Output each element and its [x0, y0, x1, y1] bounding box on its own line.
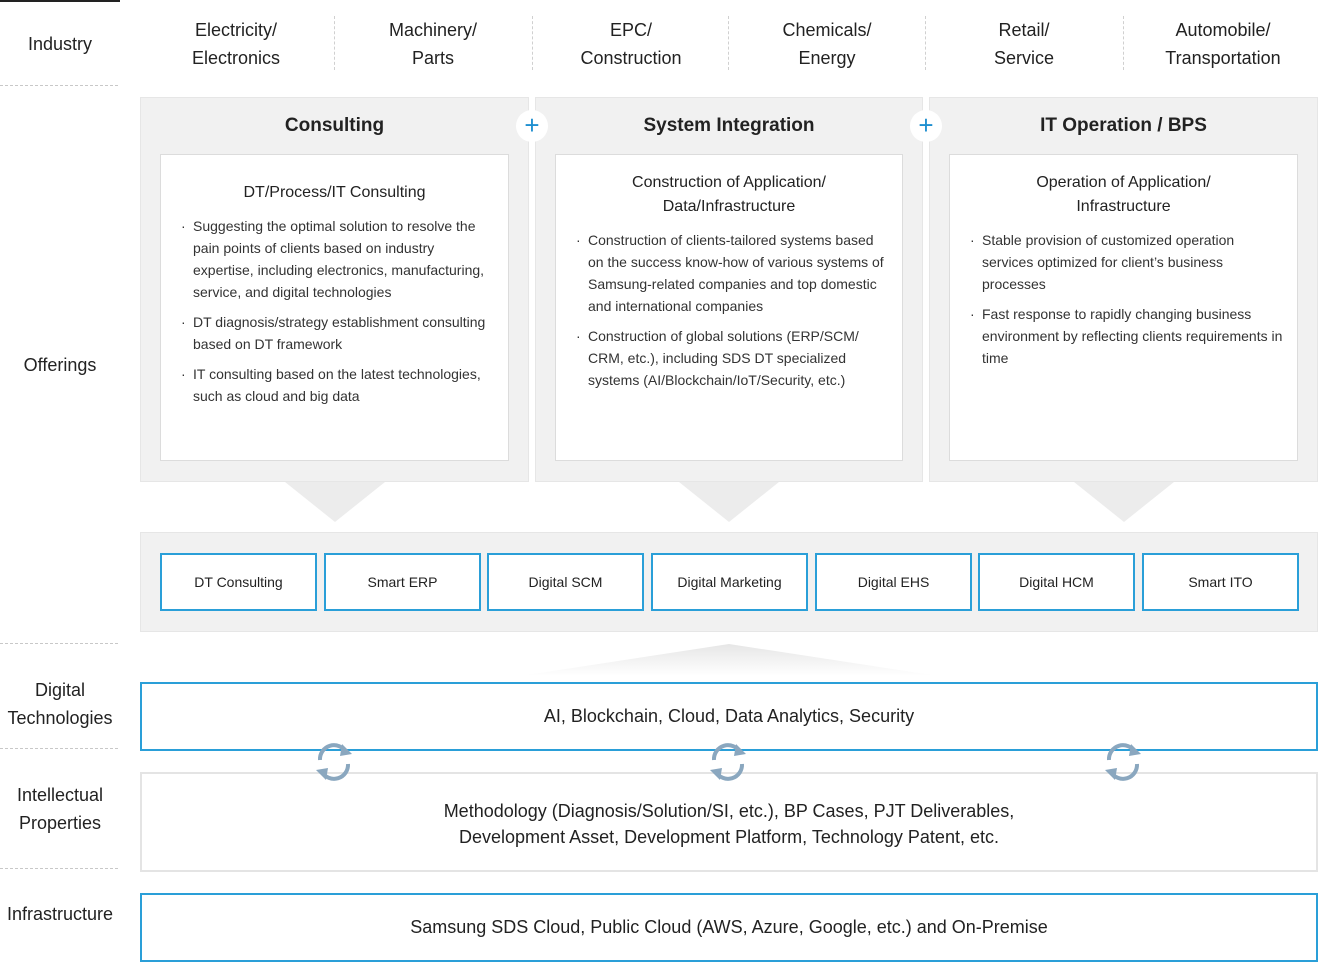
industry-line: Energy [798, 48, 856, 68]
solution-digital-marketing: Digital Marketing [651, 553, 808, 611]
offering-card-title: DT/Process/IT Consulting [243, 184, 426, 201]
industry-line: Chemicals/ [782, 20, 872, 40]
up-triangle-icon [520, 640, 938, 676]
row-label-line: Properties [18, 813, 102, 833]
industry-item: Machinery/ Parts [336, 16, 530, 72]
industry-line: Retail/ [998, 20, 1050, 40]
row-label-line: Digital [34, 680, 86, 700]
offering-bullets: Construction of clients-tailored systems… [576, 229, 888, 391]
industry-line: Automobile/ [1175, 20, 1271, 40]
row-label-industry: Industry [27, 34, 93, 54]
offering-panel-system-integration: System Integration Construction of Appli… [535, 97, 923, 482]
offering-title: System Integration [643, 115, 815, 136]
refresh-cycle-icon [1101, 736, 1145, 788]
plus-icon: + [516, 110, 548, 142]
offering-title: IT Operation / BPS [1040, 115, 1207, 136]
offering-bullet: Stable provision of customized operation… [970, 229, 1283, 295]
industry-line: EPC/ [609, 20, 652, 40]
offering-card: Construction of Application/ Data/Infras… [555, 154, 903, 461]
divider [0, 748, 118, 749]
row-label-infrastructure: Infrastructure [6, 904, 114, 924]
industry-divider [532, 16, 533, 70]
down-arrow-icon [679, 482, 779, 522]
industry-item: Chemicals/ Energy [730, 16, 924, 72]
digital-technologies-box: AI, Blockchain, Cloud, Data Analytics, S… [140, 682, 1318, 751]
intellectual-properties-box: Methodology (Diagnosis/Solution/SI, etc.… [140, 772, 1318, 872]
top-rule [0, 0, 120, 2]
offering-card-title-line: Infrastructure [1076, 198, 1171, 215]
offering-card-title-line: Construction of Application/ [632, 174, 826, 191]
row-label-line: Intellectual [16, 785, 104, 805]
infrastructure-box: Samsung SDS Cloud, Public Cloud (AWS, Az… [140, 893, 1318, 962]
intellectual-properties-line: Methodology (Diagnosis/Solution/SI, etc.… [443, 801, 1015, 821]
offering-panel-consulting: Consulting DT/Process/IT Consulting Sugg… [140, 97, 529, 482]
industry-line: Machinery/ [388, 20, 478, 40]
row-label-offerings: Offerings [23, 355, 97, 375]
row-label-line: Technologies [7, 708, 113, 728]
refresh-cycle-icon [706, 736, 750, 788]
industry-item: Electricity/ Electronics [140, 16, 332, 72]
industry-line: Parts [411, 48, 454, 68]
infrastructure-text: Samsung SDS Cloud, Public Cloud (AWS, Az… [410, 917, 1048, 937]
offering-bullet: Construction of global solutions (ERP/SC… [576, 325, 888, 391]
offering-bullet: IT consulting based on the latest techno… [181, 363, 494, 407]
industry-item: Automobile/ Transportation [1125, 16, 1318, 72]
industry-line: Electricity/ [194, 20, 277, 40]
offering-title: Consulting [284, 115, 385, 136]
down-arrow-icon [285, 482, 385, 522]
solution-smart-erp: Smart ERP [324, 553, 481, 611]
offering-card-title: Construction of Application/ Data/Infras… [570, 171, 888, 219]
industry-line: Construction [580, 48, 682, 68]
offering-card: Operation of Application/ Infrastructure… [949, 154, 1298, 461]
offering-panel-it-operation: IT Operation / BPS Operation of Applicat… [929, 97, 1318, 482]
offering-card-title: Operation of Application/ Infrastructure [964, 171, 1283, 219]
solutions-strip: DT Consulting Smart ERP Digital SCM Digi… [140, 532, 1318, 632]
industry-line: Transportation [1165, 48, 1281, 68]
refresh-cycle-icon [312, 736, 356, 788]
divider [0, 85, 118, 86]
intellectual-properties-line: Development Asset, Development Platform,… [459, 827, 999, 847]
offering-bullet: Suggesting the optimal solution to resol… [181, 215, 494, 303]
solution-digital-hcm: Digital HCM [978, 553, 1135, 611]
solution-dt-consulting: DT Consulting [160, 553, 317, 611]
offering-bullets: Suggesting the optimal solution to resol… [181, 215, 494, 407]
plus-icon: + [910, 110, 942, 142]
solution-digital-scm: Digital SCM [487, 553, 644, 611]
down-arrow-icon [1074, 482, 1174, 522]
solution-smart-ito: Smart ITO [1142, 553, 1299, 611]
row-label-intellectual-properties: Intellectual Properties [0, 781, 120, 837]
offering-bullet: DT diagnosis/strategy establishment cons… [181, 311, 494, 355]
divider [0, 643, 118, 644]
offering-bullet: Construction of clients-tailored systems… [576, 229, 888, 317]
industry-divider [334, 16, 335, 70]
offering-bullets: Stable provision of customized operation… [970, 229, 1283, 369]
solution-digital-ehs: Digital EHS [815, 553, 972, 611]
digital-technologies-text: AI, Blockchain, Cloud, Data Analytics, S… [543, 706, 915, 726]
industry-divider [1123, 16, 1124, 70]
row-label-digital-technologies: Digital Technologies [0, 676, 120, 732]
industry-divider [728, 16, 729, 70]
industry-line: Electronics [191, 48, 281, 68]
industry-line: Service [993, 48, 1055, 68]
industry-item: Retail/ Service [927, 16, 1121, 72]
industry-item: EPC/ Construction [534, 16, 728, 72]
offering-card-title-line: Operation of Application/ [1036, 174, 1211, 191]
offering-card-title-line: Data/Infrastructure [662, 198, 796, 215]
offering-card: DT/Process/IT Consulting Suggesting the … [160, 154, 509, 461]
divider [0, 868, 118, 869]
industry-divider [925, 16, 926, 70]
offering-bullet: Fast response to rapidly changing busine… [970, 303, 1283, 369]
